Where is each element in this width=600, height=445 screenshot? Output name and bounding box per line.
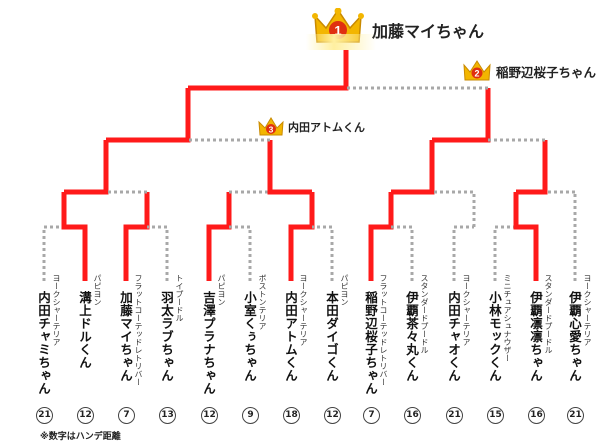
competitor-name: 内田チャミちゃん	[36, 291, 51, 395]
handicap-badge: 7	[118, 407, 135, 424]
losing-path-line	[391, 225, 414, 281]
competitor-breed: トイプードル	[175, 274, 184, 322]
competitor-name: 加藤マイちゃん	[118, 291, 133, 382]
competitor-breed: フラットコーテッドレトリバー	[134, 274, 143, 386]
handicap-badge: 18	[283, 407, 300, 424]
winning-path-line	[513, 192, 539, 281]
third-place-banner: 3 内田アトムくん	[257, 117, 365, 137]
competitor-breed: ヨークシャーテリア	[583, 274, 592, 346]
handicap-badge: 16	[404, 407, 421, 424]
competitor-name: 溝上ドルくん	[77, 291, 92, 369]
champion-name: 加藤マイちゃん	[372, 22, 485, 41]
competitor-breed: ボストンテリア	[258, 274, 267, 330]
rank-1-label: 1	[334, 23, 341, 38]
rank-3-label: 3	[269, 125, 274, 135]
competitor-breed: パピヨン	[340, 274, 349, 306]
competitor-breed: フラットコーテッドレトリバー	[379, 274, 388, 386]
winning-path-line	[64, 140, 109, 195]
handicap-badge: 12	[77, 407, 94, 424]
winning-path-line	[106, 88, 191, 143]
competitor-name: 羽太ラブちゃん	[159, 291, 174, 382]
losing-path-line	[493, 225, 516, 281]
winning-path-line	[206, 192, 232, 281]
second-place-name: 稲野辺桜子ちゃん	[496, 64, 597, 80]
competitor-breed: ヨークシャーテリア	[462, 274, 471, 346]
winning-path-line	[267, 140, 312, 195]
winning-path-line	[61, 192, 88, 281]
handicap-note: ※数字はハンデ距離	[40, 432, 121, 442]
crown-icon: 3	[258, 117, 284, 136]
winning-path-line	[516, 140, 548, 195]
competitor-name: 伊覇凛凛ちゃん	[528, 291, 543, 382]
winning-path-line	[188, 50, 349, 91]
competitor-name: 小室くぅちゃん	[242, 291, 257, 382]
competitor-breed: ヨークシャーテリア	[299, 274, 308, 346]
handicap-badge: 21	[567, 407, 584, 424]
losing-path-line	[452, 225, 474, 281]
competitor-name: 伊覇心愛ちゃん	[567, 291, 582, 382]
champion-banner: 1 加藤マイちゃん	[306, 8, 485, 50]
competitor-breed: パピヨン	[93, 274, 102, 306]
winning-path-line	[432, 88, 491, 143]
competitor-breed: ミニチュアシュナウザー	[503, 274, 512, 362]
competitor-name: 伊覇茶々丸くん	[404, 291, 419, 382]
competitor-name: 小林モックくん	[487, 291, 502, 382]
competitor-breed: スタンダードプードル	[544, 274, 553, 354]
crown-icon: 2	[463, 60, 491, 81]
handicap-badge: 16	[528, 407, 545, 424]
handicap-badge: 7	[363, 407, 380, 424]
losing-path-line	[312, 225, 334, 281]
winning-path-line	[391, 140, 435, 195]
losing-path-line	[42, 225, 64, 281]
competitor-breed: ヨークシャーテリア	[52, 274, 61, 346]
second-place-banner: 2 稲野辺桜子ちゃん	[462, 60, 596, 82]
losing-path-line	[229, 225, 252, 281]
competitor-name: 内田アトムくん	[283, 291, 298, 382]
winning-path-line	[123, 192, 150, 281]
third-place-name: 内田アトムくん	[288, 121, 365, 134]
rank-2-label: 2	[474, 69, 479, 79]
handicap-badge: 21	[446, 407, 463, 424]
handicap-badge: 12	[201, 407, 218, 424]
losing-path-line	[432, 190, 476, 227]
competitor-name: 吉澤プラナちゃん	[201, 291, 216, 395]
handicap-badge: 12	[324, 407, 341, 424]
competitor-name: 本田ダイゴくん	[324, 291, 339, 382]
losing-path-line	[147, 225, 169, 281]
winning-path-line	[368, 192, 394, 281]
handicap-badge: 21	[36, 407, 53, 424]
competitor-name: 内田チャオくん	[446, 291, 461, 382]
competitor-name: 稲野辺桜子ちゃん	[363, 291, 378, 395]
competitor-breed: パピヨン	[217, 274, 226, 306]
competitor-breed: スタンダードプードル	[420, 274, 429, 354]
handicap-badge: 13	[159, 407, 176, 424]
winning-path-line	[288, 192, 315, 281]
handicap-badge: 9	[242, 407, 259, 424]
handicap-badge: 15	[487, 407, 504, 424]
